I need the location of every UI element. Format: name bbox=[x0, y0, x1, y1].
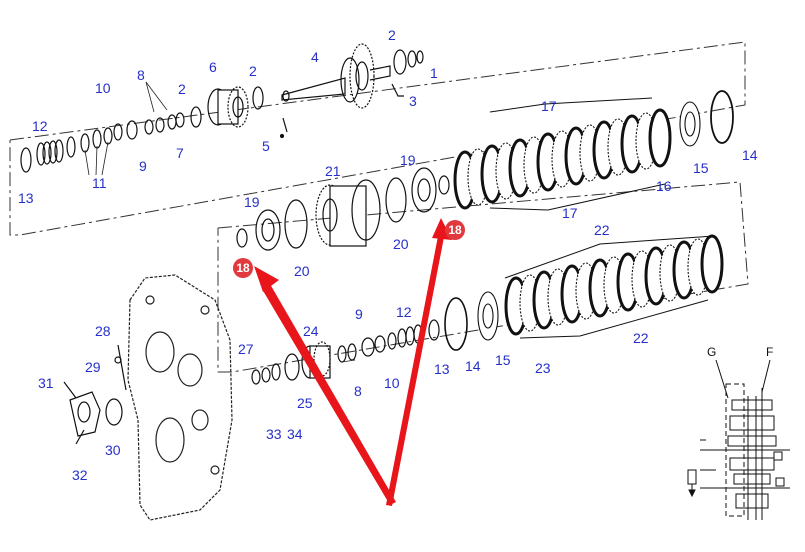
label-32: 32 bbox=[72, 467, 88, 483]
label-14-top: 14 bbox=[742, 147, 758, 163]
lower-shaft-parts bbox=[251, 319, 440, 385]
label-8-top: 8 bbox=[137, 67, 145, 83]
label-30: 30 bbox=[105, 442, 121, 458]
upper-shaft-parts bbox=[20, 43, 424, 173]
callout-18-right-text: 18 bbox=[448, 223, 462, 237]
upper-clutch-pack bbox=[453, 90, 734, 210]
label-5: 5 bbox=[262, 138, 270, 154]
lower-clutch-pack bbox=[444, 234, 724, 351]
label-11: 11 bbox=[92, 175, 107, 191]
label-28: 28 bbox=[95, 323, 111, 339]
label-12-bottom: 12 bbox=[396, 304, 412, 320]
label-6: 6 bbox=[209, 59, 217, 75]
label-12-top: 12 bbox=[32, 118, 48, 134]
housing-cover bbox=[127, 274, 233, 521]
label-22-bottom: 22 bbox=[633, 330, 649, 346]
label-2-mid: 2 bbox=[249, 63, 257, 79]
label-20-left: 20 bbox=[294, 263, 310, 279]
inset-schematic: G F bbox=[687, 345, 790, 520]
red-arrows bbox=[254, 218, 452, 506]
label-2-left: 2 bbox=[178, 81, 186, 97]
label-15-top: 15 bbox=[693, 160, 709, 176]
label-33: 33 bbox=[266, 426, 282, 442]
label-21: 21 bbox=[325, 163, 341, 179]
leader-lines bbox=[84, 81, 356, 363]
label-19-left: 19 bbox=[244, 194, 260, 210]
label-19-right: 19 bbox=[400, 152, 416, 168]
inset-label-g: G bbox=[707, 345, 716, 359]
label-10-bottom: 10 bbox=[384, 375, 400, 391]
callout-18-right: 18 bbox=[445, 220, 465, 240]
callout-18-left-text: 18 bbox=[236, 261, 250, 275]
label-27: 27 bbox=[238, 341, 254, 357]
pack-brackets-upper bbox=[489, 97, 666, 211]
label-25: 25 bbox=[297, 395, 313, 411]
label-1: 1 bbox=[430, 65, 438, 81]
label-13-top: 13 bbox=[18, 190, 34, 206]
label-29: 29 bbox=[85, 359, 101, 375]
label-20-right: 20 bbox=[393, 236, 409, 252]
label-15-bottom: 15 bbox=[495, 352, 511, 368]
label-23: 23 bbox=[535, 360, 551, 376]
label-8-bottom: 8 bbox=[354, 383, 362, 399]
label-24: 24 bbox=[303, 323, 319, 339]
middle-row-parts bbox=[236, 167, 450, 251]
label-7: 7 bbox=[176, 145, 184, 161]
label-31: 31 bbox=[38, 375, 54, 391]
label-13-bottom: 13 bbox=[434, 361, 450, 377]
pack-brackets-lower bbox=[504, 235, 715, 339]
label-2-right: 2 bbox=[388, 27, 396, 43]
callout-18-left: 18 bbox=[233, 258, 253, 278]
label-14-bottom: 14 bbox=[465, 358, 481, 374]
label-22-top: 22 bbox=[594, 222, 610, 238]
label-9-bottom: 9 bbox=[355, 306, 363, 322]
label-16: 16 bbox=[656, 178, 672, 194]
pump-parts bbox=[63, 344, 127, 445]
label-17-bottom: 17 bbox=[562, 205, 578, 221]
label-34: 34 bbox=[287, 426, 303, 442]
label-9-top: 9 bbox=[139, 158, 147, 174]
label-17-top: 17 bbox=[541, 98, 557, 114]
label-10-top: 10 bbox=[95, 80, 111, 96]
part-labels: 1 2 2 2 3 4 5 6 7 8 8 9 9 10 10 11 12 12… bbox=[18, 27, 758, 483]
label-3: 3 bbox=[409, 93, 417, 109]
inset-label-f: F bbox=[766, 345, 773, 359]
label-4: 4 bbox=[311, 49, 319, 65]
